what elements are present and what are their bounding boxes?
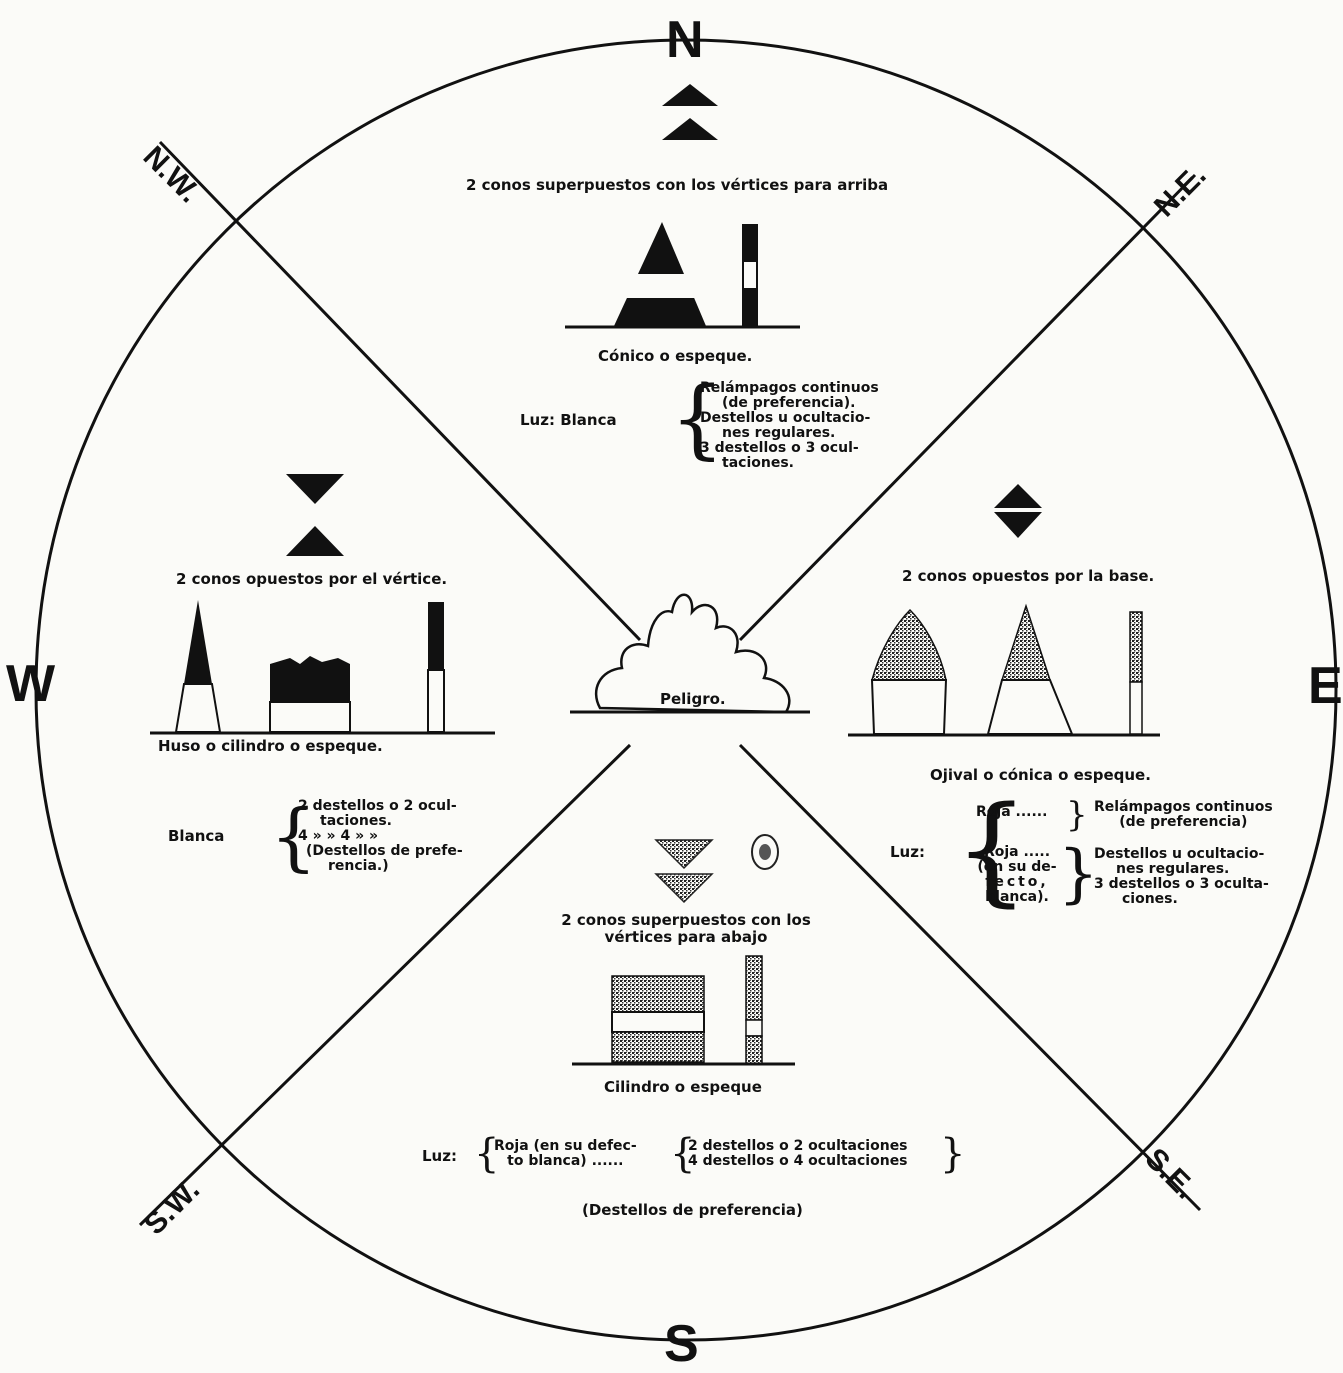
south-color-line: Roja (en su defec- xyxy=(494,1138,637,1154)
south-shape-caption: Cilindro o espeque xyxy=(604,1078,762,1096)
west-buoy-spar-icon xyxy=(427,602,445,733)
east-topmark-icon xyxy=(994,484,1042,538)
south-light-list: 2 destellos o 2 ocultaciones 4 destellos… xyxy=(688,1139,908,1169)
east-light-line: ciones. xyxy=(1122,891,1178,907)
south-light-line: 4 destellos o 4 ocultaciones xyxy=(688,1153,908,1169)
west-light-line: 4 » » 4 » » xyxy=(298,828,379,844)
east-light-line: nes regulares. xyxy=(1116,861,1230,877)
east-shape-caption: Ojival o cónica o espeque. xyxy=(930,766,1151,784)
east-brace-left: { xyxy=(954,780,1030,918)
south-note: (Destellos de preferencia) xyxy=(582,1201,803,1219)
south-brace-3: } xyxy=(940,1131,966,1177)
north-shape-caption: Cónico o espeque. xyxy=(598,347,753,365)
east-light-2: Destellos u ocultacio- nes regulares. 3 … xyxy=(1094,847,1269,907)
west-light-line: (Destellos de prefe- xyxy=(306,843,463,859)
south-topmark-caption: 2 conos superpuestos con los vértices pa… xyxy=(548,912,824,946)
east-light-line: Relámpagos continuos xyxy=(1094,799,1273,815)
east-color-line: (en su de- xyxy=(977,859,1057,875)
west-buoy-spindle-icon xyxy=(174,600,222,733)
compass-circle xyxy=(34,38,1338,1342)
north-light-line: Destellos u ocultacio- xyxy=(700,410,871,426)
north-topmark-caption: 2 conos superpuestos con los vértices pa… xyxy=(466,176,889,194)
label-north: N xyxy=(666,11,704,69)
south-buoy-cylinder-icon xyxy=(611,975,705,1063)
south-color-list: Roja (en su defec- to blanca) ...... xyxy=(494,1139,637,1169)
north-light-line: (de preferencia). xyxy=(722,395,856,411)
east-light-1: Relámpagos continuos (de preferencia) xyxy=(1094,800,1273,830)
west-buoy-cylinder-icon xyxy=(269,656,351,733)
east-color-2: Roja ..... (en su de- fecto, blanca). xyxy=(976,845,1058,905)
east-color-line: Roja ..... xyxy=(983,844,1051,860)
south-light-line: 2 destellos o 2 ocultaciones xyxy=(688,1138,908,1154)
east-color-line: fecto, xyxy=(985,874,1049,890)
south-luz-label: Luz: xyxy=(422,1147,457,1165)
east-color-1: Roja ...... xyxy=(976,805,1047,820)
south-brace-1: { xyxy=(474,1131,500,1177)
north-brace: { xyxy=(670,369,725,469)
north-buoy-spar-icon xyxy=(742,224,758,328)
south-brace-2: { xyxy=(670,1131,696,1177)
center-danger-label: Peligro. xyxy=(660,690,726,708)
west-shape-caption: Huso o cilindro o espeque. xyxy=(158,737,383,755)
west-light-list: 2 destellos o 2 ocul- taciones. 4 » » 4 … xyxy=(298,799,463,874)
east-buoy-spar-icon xyxy=(1129,611,1143,735)
label-east: E xyxy=(1308,657,1343,715)
diagonal-nw xyxy=(158,140,642,642)
west-brace: { xyxy=(270,794,318,880)
east-color-line: Roja ...... xyxy=(976,804,1048,820)
diagonal-ne xyxy=(738,173,1197,642)
east-light-line: Destellos u ocultacio- xyxy=(1094,846,1265,862)
east-buoy-ogival-icon xyxy=(870,608,948,735)
north-light-list: Relámpagos continuos (de preferencia). D… xyxy=(700,381,879,471)
south-color-line: to blanca) ...... xyxy=(507,1153,624,1169)
east-color-line: blanca). xyxy=(985,889,1049,905)
diagonal-se xyxy=(738,743,1202,1212)
north-buoy-cone-icon xyxy=(614,222,706,326)
east-light-line: 3 destellos o 3 oculta- xyxy=(1094,876,1269,892)
south-light-icon xyxy=(751,834,779,870)
west-light-line: taciones. xyxy=(320,813,392,829)
north-light-line: taciones. xyxy=(722,455,794,471)
label-south: S xyxy=(664,1315,699,1373)
east-topmark-caption: 2 conos opuestos por la base. xyxy=(902,567,1155,585)
diagonal-sw xyxy=(138,743,632,1227)
east-luz-label: Luz: xyxy=(890,843,925,861)
north-light-line: 3 destellos o 3 ocul- xyxy=(700,440,859,456)
south-topmark-icon xyxy=(654,839,714,904)
north-light-line: nes regulares. xyxy=(722,425,836,441)
south-topmark-line: 2 conos superpuestos con los xyxy=(561,911,811,929)
danger-cloud-icon xyxy=(570,593,810,714)
north-light-line: Relámpagos continuos xyxy=(700,380,879,396)
east-buoy-cone-icon xyxy=(986,603,1074,735)
east-brace-mid-1: } xyxy=(1066,795,1088,835)
east-light-line: (de preferencia) xyxy=(1119,814,1248,830)
south-topmark-line: vértices para abajo xyxy=(604,928,768,946)
west-topmark-icon xyxy=(286,474,344,556)
east-brace-mid-2: } xyxy=(1058,837,1099,911)
west-topmark-caption: 2 conos opuestos por el vértice. xyxy=(176,570,448,588)
west-light-line: rencia.) xyxy=(328,858,389,874)
west-light-line: 2 destellos o 2 ocul- xyxy=(298,798,457,814)
south-buoy-spar-icon xyxy=(745,955,763,1065)
west-luz-label: Blanca xyxy=(168,827,225,845)
north-luz-label: Luz: Blanca xyxy=(520,411,617,429)
north-topmark-icon xyxy=(662,84,718,140)
label-west: W xyxy=(6,655,56,713)
